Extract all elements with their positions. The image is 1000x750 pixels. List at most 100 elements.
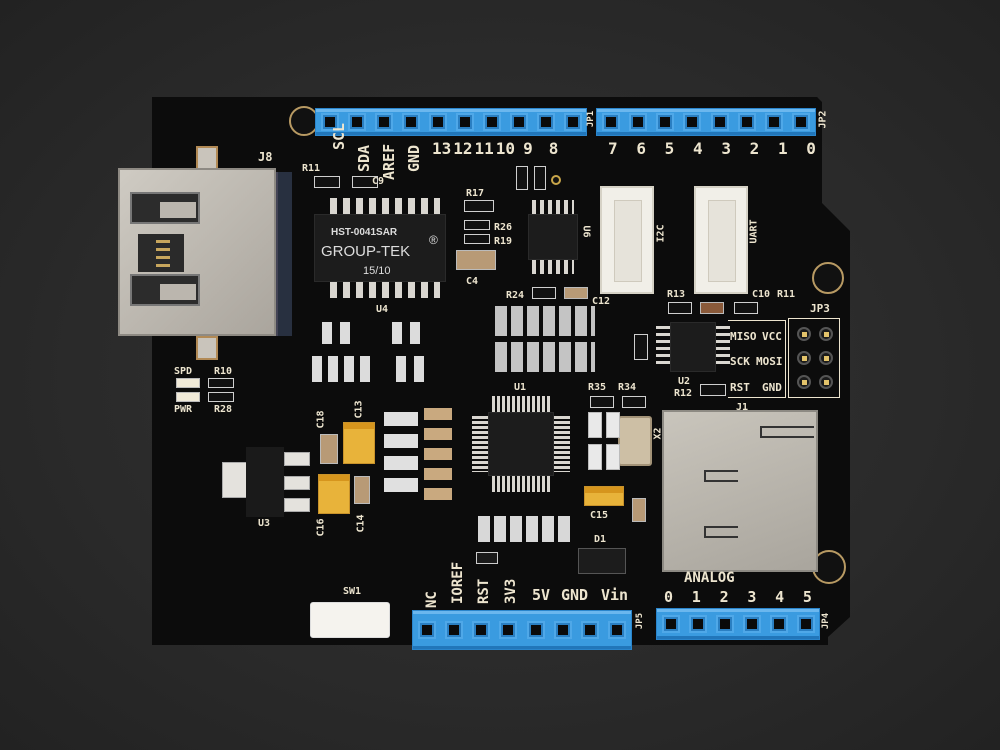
pin-label-0: 0 xyxy=(806,139,816,158)
tantalum-cap-c13 xyxy=(343,422,375,464)
i2c-connector[interactable] xyxy=(600,186,654,294)
rj45-tab-bottom xyxy=(196,336,218,360)
pin-label-rst: RST xyxy=(476,578,492,604)
pin-label-scl: SCL xyxy=(330,122,348,150)
digital-header-low xyxy=(596,108,816,136)
pin-label-ioref: IOREF xyxy=(450,561,466,604)
r10-label: R10 xyxy=(214,366,233,377)
resistor-cluster-left xyxy=(322,322,358,344)
capacitor-c18 xyxy=(320,434,338,464)
pin-label-gnd-bottom: GND xyxy=(561,586,589,604)
digital-header-high xyxy=(315,108,587,136)
r24-label: R24 xyxy=(506,290,525,301)
analog-pin-labels: 0 1 2 3 4 5 xyxy=(664,588,812,606)
rj45-side xyxy=(276,172,292,336)
pin-label-nc: NC xyxy=(424,591,440,608)
pin-label-3: 3 xyxy=(721,139,731,158)
pwr-led xyxy=(176,392,200,402)
j8-label: J8 xyxy=(258,150,273,164)
analog-header xyxy=(656,608,820,640)
reset-switch[interactable] xyxy=(310,602,390,638)
icsp-vcc: VCC xyxy=(762,330,782,343)
r12-label: R12 xyxy=(674,388,693,399)
c12-label: C12 xyxy=(592,296,611,307)
diode-d1 xyxy=(578,548,626,574)
mounting-hole xyxy=(812,262,844,294)
pin-label-a5: 5 xyxy=(802,588,812,606)
c10-label: C10 xyxy=(752,289,771,300)
sw1-label: SW1 xyxy=(343,586,362,597)
icsp-sck: SCK xyxy=(730,355,750,368)
r11b-label: R11 xyxy=(777,289,796,300)
resistor-array-upper xyxy=(495,306,595,336)
resistor-cluster-right xyxy=(392,322,428,344)
c18-label: C18 xyxy=(315,410,327,429)
r13-label: R13 xyxy=(667,289,686,300)
u6-chip xyxy=(528,214,578,260)
pin-label-a0: 0 xyxy=(664,588,674,606)
pin-label-a1: 1 xyxy=(691,588,701,606)
pin-label-6: 6 xyxy=(636,139,646,158)
u1-label: U1 xyxy=(514,382,527,393)
icsp-mosi: MOSI xyxy=(756,355,783,368)
pin-label-10: 10 xyxy=(495,139,516,158)
spd-led xyxy=(176,378,200,388)
pin-label-sda: SDA xyxy=(355,144,373,172)
tantalum-cap-c15 xyxy=(584,486,624,506)
pwr-label: PWR xyxy=(174,404,193,415)
d1-label: D1 xyxy=(594,534,607,545)
resistor-cluster-row2 xyxy=(396,356,432,382)
c16-label: C16 xyxy=(315,518,327,537)
u4-label: U4 xyxy=(376,304,389,315)
r11-label: R11 xyxy=(302,163,321,174)
capacitor-c14 xyxy=(354,476,370,504)
tantalum-cap-c16 xyxy=(318,474,350,514)
c15-label: C15 xyxy=(590,510,609,521)
pin-label-3v3: 3V3 xyxy=(503,578,519,604)
diode-d3 xyxy=(476,552,498,564)
c14-label: C14 xyxy=(355,514,367,533)
icsp-miso: MISO xyxy=(730,330,757,343)
magnetics-reg: ® xyxy=(429,233,438,247)
mounting-hole xyxy=(812,550,846,584)
analog-title: ANALOG xyxy=(684,570,735,586)
icsp-header[interactable] xyxy=(788,318,840,398)
r17-label: R17 xyxy=(466,188,485,199)
rj45-tab-top xyxy=(196,146,218,170)
resistor-array-lower xyxy=(495,342,595,372)
regulator-u3 xyxy=(246,447,284,517)
jp5-label: JP5 xyxy=(635,612,646,630)
u3-label: U3 xyxy=(258,518,271,529)
microsd-slot[interactable] xyxy=(662,410,818,572)
jp1-label: JP1 xyxy=(586,110,597,128)
capacitor-array-c27 xyxy=(424,408,452,504)
pin-label-vin: Vin xyxy=(601,586,629,604)
pin-label-gnd: GND xyxy=(405,144,423,172)
u6-label: U6 xyxy=(580,225,592,238)
ethernet-jack[interactable] xyxy=(118,168,276,336)
uart-connector[interactable] xyxy=(694,186,748,294)
pin-label-12: 12 xyxy=(453,139,473,158)
pin-label-4: 4 xyxy=(692,139,703,158)
uart-label: UART xyxy=(748,219,760,244)
capacitor-array-c8 xyxy=(384,412,418,500)
pin-label-1: 1 xyxy=(777,139,788,158)
pin-label-5: 5 xyxy=(664,139,675,158)
pin-label-5v: 5V xyxy=(532,586,551,604)
pin-label-11: 11 xyxy=(474,139,494,158)
magnetics-chip: HST-0041SAR GROUP-TEK ® 15/10 xyxy=(314,214,446,282)
c9-label: C9 xyxy=(372,176,385,187)
magnetics-date: 15/10 xyxy=(363,265,391,277)
i2c-label: I2C xyxy=(655,224,667,243)
resistor-cluster-row xyxy=(312,356,374,382)
j1-label: J1 xyxy=(736,402,749,413)
pin-label-13: 13 xyxy=(432,139,452,158)
main-controller-u1 xyxy=(488,412,554,476)
pin-labels-digital-low: 7 6 5 4 3 2 1 0 xyxy=(608,139,816,158)
u2-label: U2 xyxy=(678,376,691,387)
r19-label: R19 xyxy=(494,236,513,247)
r26-label: R26 xyxy=(494,222,513,233)
pin-labels-digital-high: 13 12 11 10 9 8 xyxy=(432,139,558,158)
c4-label: C4 xyxy=(466,276,479,287)
magnetics-part: HST-0041SAR xyxy=(331,227,398,238)
